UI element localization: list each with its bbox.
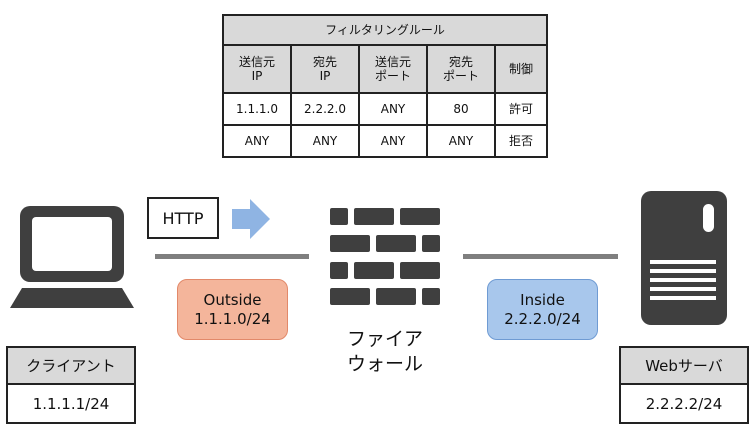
table-cell: 許可 xyxy=(494,92,548,126)
header-source-ip: 送信元 IP xyxy=(222,44,292,94)
client-ip: 1.1.1.1/24 xyxy=(32,394,110,413)
inside-network-line xyxy=(463,254,618,259)
outside-zone-name: Outside xyxy=(203,290,262,309)
server-info-box: Webサーバ 2.2.2.2/24 xyxy=(619,346,749,424)
outside-zone: Outside 1.1.1.0/24 xyxy=(177,279,288,340)
inside-zone: Inside 2.2.2.0/24 xyxy=(487,279,598,340)
firewall-label: ファイア ウォール xyxy=(346,328,423,375)
table-cell: 80 xyxy=(426,92,496,126)
table-row: ANY ANY ANY ANY 拒否 xyxy=(222,124,548,158)
table-row: 1.1.1.0 2.2.2.0 ANY 80 許可 xyxy=(222,92,548,126)
header-source-port: 送信元 ポート xyxy=(358,44,428,94)
client-name: クライアント xyxy=(8,348,134,385)
table-title: フィルタリングルール xyxy=(222,14,548,46)
table-cell: 1.1.1.0 xyxy=(222,92,292,126)
firewall-icon xyxy=(330,208,440,305)
table-cell: ANY xyxy=(222,124,292,158)
server-ip: 2.2.2.2/24 xyxy=(645,394,723,413)
header-control: 制御 xyxy=(494,44,548,94)
http-label: HTTP xyxy=(147,197,219,239)
outside-network-line xyxy=(155,254,309,259)
table-cell: 2.2.2.0 xyxy=(290,92,360,126)
header-dest-ip: 宛先 IP xyxy=(290,44,360,94)
inside-zone-name: Inside xyxy=(520,290,565,309)
server-icon xyxy=(641,191,727,325)
table-cell: 拒否 xyxy=(494,124,548,158)
outside-zone-network: 1.1.1.0/24 xyxy=(194,309,271,328)
table-cell: ANY xyxy=(358,124,428,158)
table-cell: ANY xyxy=(426,124,496,158)
inside-zone-network: 2.2.2.0/24 xyxy=(504,309,581,328)
header-dest-port: 宛先 ポート xyxy=(426,44,496,94)
table-cell: ANY xyxy=(358,92,428,126)
server-name: Webサーバ xyxy=(621,348,747,385)
client-info-box: クライアント 1.1.1.1/24 xyxy=(6,346,136,424)
laptop-icon xyxy=(10,206,134,308)
filtering-rule-table: フィルタリングルール 送信元 IP 宛先 IP 送信元 ポート 宛先 ポート 制… xyxy=(222,14,548,158)
arrow-right-icon xyxy=(232,199,270,239)
table-cell: ANY xyxy=(290,124,360,158)
